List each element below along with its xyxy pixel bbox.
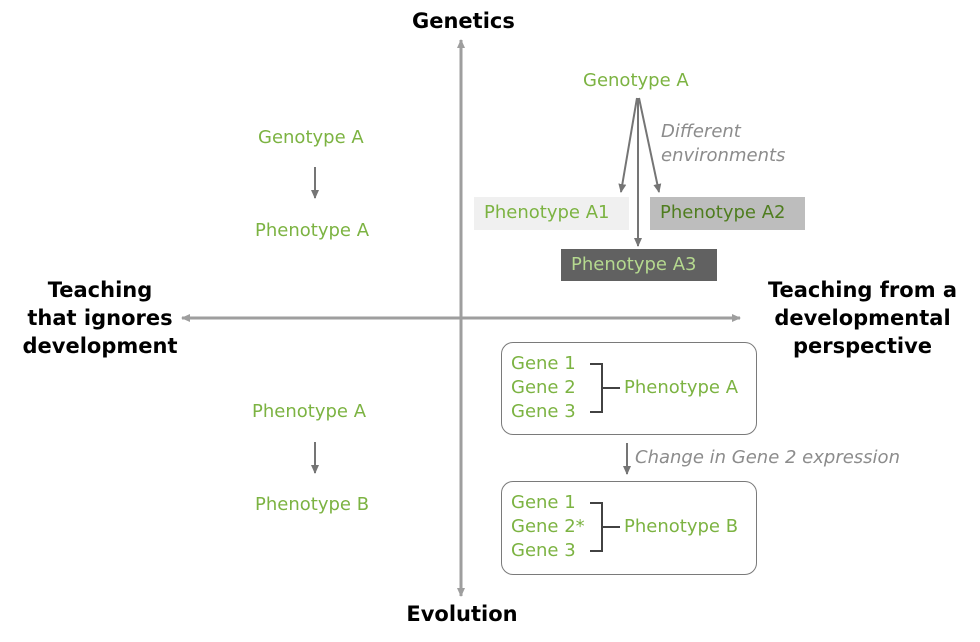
- tr-genotype: Genotype A: [583, 70, 689, 91]
- gene-box-1: [501, 342, 757, 435]
- axis-label-right: Teaching from a developmental perspectiv…: [767, 278, 958, 358]
- box1-gene-2: Gene 2: [511, 377, 576, 398]
- box1-gene-1: Gene 1: [511, 353, 576, 374]
- axis-label-bottom: Evolution: [406, 602, 518, 626]
- tl-genotype: Genotype A: [258, 127, 364, 148]
- box2-phenotype: Phenotype B: [624, 516, 739, 537]
- box2-gene-2: Gene 2*: [511, 516, 585, 537]
- phenotype-a3-box: [561, 249, 717, 281]
- box2-gene-3: Gene 3: [511, 540, 576, 561]
- tl-phenotype: Phenotype A: [255, 220, 370, 241]
- box2-gene-1: Gene 1: [511, 492, 576, 513]
- arrow-to-a2: [638, 97, 662, 193]
- box1-gene-3: Gene 3: [511, 401, 576, 422]
- gene-box-2: [501, 481, 757, 575]
- change-note: Change in Gene 2 expression: [635, 447, 900, 468]
- arrow-to-a1: [618, 97, 638, 193]
- phenotype-a1-box: [474, 197, 629, 230]
- phenotype-a2-box: [650, 197, 805, 230]
- axis-label-top: Genetics: [412, 9, 515, 33]
- bracket-box2: [590, 502, 620, 552]
- bracket-box1: [590, 363, 620, 413]
- phenotype-a1-label: Phenotype A1: [484, 202, 610, 223]
- bl-phenotype-a: Phenotype A: [252, 401, 367, 422]
- tr-environment-note: Different environments: [661, 121, 786, 166]
- phenotype-a3-label: Phenotype A3: [571, 254, 697, 275]
- box1-phenotype: Phenotype A: [624, 377, 739, 398]
- phenotype-a2-label: Phenotype A2: [660, 202, 786, 223]
- bl-phenotype-b: Phenotype B: [255, 494, 370, 515]
- axis-label-left: Teaching that ignores development: [22, 278, 178, 358]
